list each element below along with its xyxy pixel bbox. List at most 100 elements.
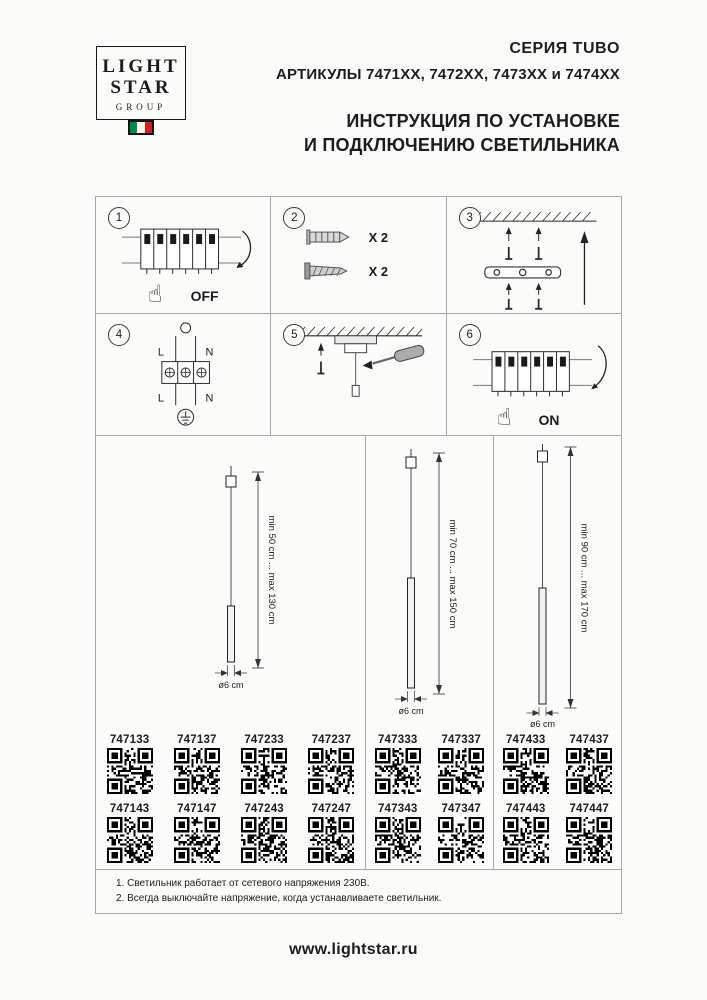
article-cell: 747447 [558, 800, 622, 869]
step-2-cell: 2 X 2 X 2 [271, 197, 447, 313]
article-cell: 747337 [430, 731, 494, 800]
article-cell: 747243 [231, 800, 298, 869]
step-5-cell: 5 [271, 314, 447, 435]
diameter-dimension [395, 691, 427, 702]
screws-below-icons [504, 282, 542, 310]
step-1-diagram: ☝ OFF [121, 228, 252, 308]
product-group-1: min 50 cm ... max 130 cm ø6 cm 747133 747… [96, 436, 366, 869]
instruction-title-line1: ИНСТРУКЦИЯ ПО УСТАНОВКЕ [346, 111, 620, 131]
articles-row: 747143 747147 747243 747247 [96, 800, 365, 869]
articles-row: 747443 747447 [494, 800, 621, 869]
article-number: 747337 [441, 734, 482, 746]
label-n-top: N [205, 347, 213, 359]
logo-box: LIGHT STAR GROUP [96, 46, 186, 120]
logo-text-light: LIGHT [102, 56, 180, 77]
articles-subtitle: АРТИКУЛЫ 7471XX, 7472XX, 7473XX и 7474XX [276, 66, 620, 83]
switch-up-arrow-icon [590, 345, 607, 390]
height-dimension-label: min 90 cm ... max 170 cm [579, 524, 590, 633]
diameter-label: ø6 cm [398, 706, 423, 716]
article-number: 747247 [311, 803, 352, 815]
note-1: 1. Светильник работает от сетевого напря… [116, 878, 370, 889]
note-2: 2. Всегда выключайте напряжение, когда у… [116, 893, 442, 904]
screw-qty-label: X 2 [369, 264, 388, 279]
label-n-bottom: N [205, 392, 213, 404]
italian-flag-icon [128, 120, 154, 135]
qr-code [241, 748, 288, 794]
article-number: 747237 [311, 734, 352, 746]
instruction-title: ИНСТРУКЦИЯ ПО УСТАНОВКЕ И ПОДКЛЮЧЕНИЮ СВ… [276, 109, 620, 157]
lightstar-logo: LIGHT STAR GROUP [96, 46, 186, 135]
circuit-breaker-icon [121, 228, 242, 274]
article-cell: 747437 [558, 731, 622, 800]
article-number: 747243 [244, 803, 284, 815]
steps-row-2: 4 L N L N [96, 313, 621, 435]
article-number: 747347 [441, 803, 482, 815]
article-number: 747143 [109, 803, 150, 815]
steps-row-1: 1 ☝ OFF [96, 197, 621, 313]
step-6-cell: 6 ☝ ON [447, 314, 621, 435]
wiring-icon [175, 322, 197, 362]
switch-down-arrow-icon [236, 230, 252, 268]
step-6-number: 6 [458, 324, 481, 346]
label-l-bottom: L [158, 392, 164, 404]
articles-row: 747343 747347 [366, 800, 493, 869]
height-dimension-label: min 50 cm ... max 130 cm [266, 516, 277, 625]
dowel-icon [306, 229, 351, 245]
article-number: 747437 [569, 734, 610, 746]
dowel-qty-label: X 2 [369, 230, 388, 245]
on-label: ON [538, 412, 559, 428]
header-text: СЕРИЯ TUBO АРТИКУЛЫ 7471XX, 7472XX, 7473… [276, 40, 620, 157]
label-l-top: L [158, 347, 164, 359]
qr-code [374, 817, 421, 863]
article-number: 747133 [109, 734, 150, 746]
terminal-block-icon [161, 361, 210, 406]
article-number: 747343 [377, 803, 418, 815]
screws-up-icons [504, 227, 542, 260]
pendant-lamp-diagram-1: min 50 cm ... max 130 cm ø6 cm [215, 466, 277, 690]
diameter-dimension [526, 707, 559, 716]
step-4-diagram: L N L N [158, 322, 213, 426]
qr-code [106, 817, 153, 863]
article-number: 747443 [505, 803, 546, 815]
diameter-dimension [215, 665, 247, 676]
article-cell: 747347 [430, 800, 494, 869]
qr-code [173, 817, 220, 863]
article-cell: 747137 [163, 731, 230, 800]
article-cell: 747343 [366, 800, 430, 869]
ceiling-hatch [468, 211, 597, 222]
off-label: OFF [191, 288, 219, 304]
step-5-number: 5 [283, 324, 306, 346]
pendant-lamp-icon [225, 466, 237, 663]
screw-with-arrow-icon [317, 342, 325, 375]
qr-code [106, 748, 153, 794]
product-catalog: min 50 cm ... max 130 cm ø6 cm 747133 747… [96, 435, 621, 869]
pointing-hand-icon: ☝ [497, 403, 512, 431]
article-cell: 747237 [298, 731, 365, 800]
pointing-hand-icon: ☝ [148, 280, 163, 308]
step-4-number: 4 [108, 324, 130, 346]
pendant-lamp-icon [405, 449, 417, 689]
qr-code [308, 748, 355, 794]
article-cell: 747233 [231, 731, 298, 800]
article-number: 747233 [244, 734, 284, 746]
pendant-lamp-diagram-2: min 70 cm ... max 150 cm ø6 cm [395, 449, 458, 716]
article-cell: 747333 [366, 731, 430, 800]
qr-code [374, 748, 421, 794]
step-2-number: 2 [283, 207, 306, 229]
article-cell: 747147 [163, 800, 230, 869]
series-title: СЕРИЯ TUBO [509, 40, 620, 57]
diameter-label: ø6 cm [530, 719, 555, 729]
article-cell: 747143 [96, 800, 163, 869]
height-dimension [564, 446, 577, 709]
instruction-table: 1 ☝ OFF [95, 196, 622, 914]
step-3-number: 3 [458, 207, 481, 229]
circuit-breaker-icon [472, 351, 592, 397]
article-cell: 747247 [298, 800, 365, 869]
article-cell: 747433 [494, 731, 558, 800]
qr-code [438, 817, 485, 863]
article-number: 747447 [569, 803, 610, 815]
screwdriver-icon [362, 344, 425, 370]
